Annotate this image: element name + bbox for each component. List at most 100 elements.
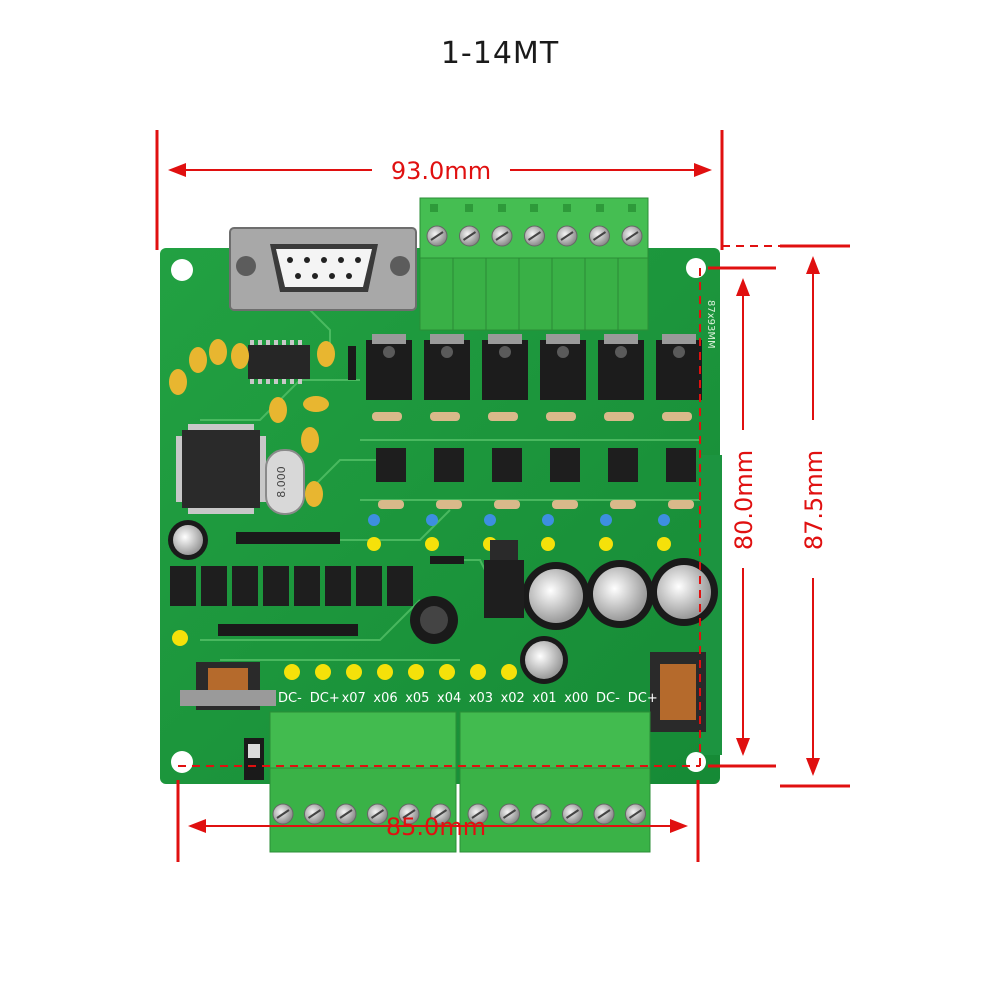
terminal-screw — [430, 803, 451, 825]
product-title: 1-14MT — [440, 36, 560, 71]
optocoupler — [325, 566, 351, 606]
input-led — [470, 664, 486, 680]
run-stop-switch — [244, 738, 264, 780]
optocoupler — [550, 448, 580, 482]
optocoupler — [387, 566, 413, 606]
input-optocouplers — [170, 566, 413, 606]
top-terminal-block — [419, 197, 649, 331]
output-mosfet — [598, 334, 644, 400]
mounting-hole — [686, 752, 706, 772]
resistor — [552, 500, 578, 509]
terminal-label: x05 — [405, 691, 429, 706]
output-led — [367, 537, 381, 551]
resistor — [610, 500, 636, 509]
terminal-screw — [524, 225, 545, 247]
mounting-hole — [171, 259, 193, 281]
terminal-screw — [467, 803, 489, 825]
input-led — [346, 664, 362, 680]
resistor — [604, 412, 634, 421]
output-mosfet — [424, 334, 470, 400]
indicator-leds — [172, 630, 517, 680]
terminal-label: DC+ — [628, 691, 658, 706]
power-led — [172, 630, 188, 646]
mounting-hole — [686, 258, 706, 278]
terminal-screw — [621, 225, 643, 247]
terminal-label: x03 — [469, 691, 493, 706]
output-transistors — [366, 334, 702, 400]
output-mosfet — [656, 334, 702, 400]
terminal-screw — [304, 803, 325, 825]
diode — [430, 556, 464, 564]
terminal-screw — [367, 803, 388, 825]
terminal-label: x04 — [437, 691, 461, 706]
ceramic-capacitor — [658, 514, 670, 526]
crystal-oscillator: 8.000 — [265, 449, 305, 515]
ceramic-capacitor — [368, 514, 380, 526]
terminal-screw — [562, 803, 583, 825]
input-led — [439, 664, 455, 680]
output-led — [599, 537, 613, 551]
terminal-screw — [398, 803, 420, 825]
terminal-label: DC+ — [310, 691, 340, 706]
terminal-label: DC- — [596, 691, 620, 706]
top-terminal-screws — [426, 225, 643, 247]
bottom-terminal-blocks — [269, 711, 651, 853]
input-led — [315, 664, 331, 680]
terminal-screw — [499, 803, 520, 825]
input-led — [284, 664, 300, 680]
board-side-label: 87x93MM — [705, 300, 716, 349]
output-mosfet — [482, 334, 528, 400]
terminal-screw — [556, 225, 578, 247]
ceramic-capacitor — [426, 514, 438, 526]
optocoupler — [294, 566, 320, 606]
output-mosfet — [540, 334, 586, 400]
optocoupler — [608, 448, 638, 482]
resistor — [436, 500, 462, 509]
optocoupler — [201, 566, 227, 606]
resistors — [348, 346, 694, 564]
resistor — [546, 412, 576, 421]
optocoupler — [666, 448, 696, 482]
terminal-screw — [593, 803, 615, 825]
output-led — [657, 537, 671, 551]
dimension-bottom-width: 85.0mm — [386, 813, 486, 841]
terminal-screw — [335, 803, 357, 825]
resistor — [488, 412, 518, 421]
terminal-screw — [625, 803, 646, 825]
optocoupler — [232, 566, 258, 606]
input-led — [501, 664, 517, 680]
electrolytic-capacitors — [168, 520, 718, 684]
output-led — [425, 537, 439, 551]
ceramic-capacitor — [542, 514, 554, 526]
optocoupler — [170, 566, 196, 606]
tantalum-capacitors — [169, 339, 335, 507]
output-optocouplers — [376, 448, 696, 482]
resistor — [430, 412, 460, 421]
optocoupler — [356, 566, 382, 606]
terminal-label: x02 — [501, 691, 525, 706]
optocoupler — [263, 566, 289, 606]
db9-serial-connector — [229, 227, 417, 311]
resistor — [372, 412, 402, 421]
optocoupler — [492, 448, 522, 482]
voltage-regulator — [484, 540, 524, 618]
mcu-chip — [176, 424, 266, 514]
output-led — [541, 537, 555, 551]
optocoupler — [434, 448, 464, 482]
inductors — [180, 652, 706, 732]
terminal-label: x07 — [342, 691, 366, 706]
input-led — [408, 664, 424, 680]
terminal-label: x01 — [532, 691, 556, 706]
ceramic-capacitor — [600, 514, 612, 526]
optocoupler — [376, 448, 406, 482]
header-strips — [218, 532, 358, 636]
terminal-screw — [426, 225, 448, 247]
terminal-screw — [272, 803, 294, 825]
dimension-right-inner: 80.0mm — [730, 450, 758, 550]
driver-ic — [248, 340, 310, 384]
terminal-screw — [459, 225, 480, 247]
resistor — [378, 500, 404, 509]
terminal-screw — [491, 225, 513, 247]
